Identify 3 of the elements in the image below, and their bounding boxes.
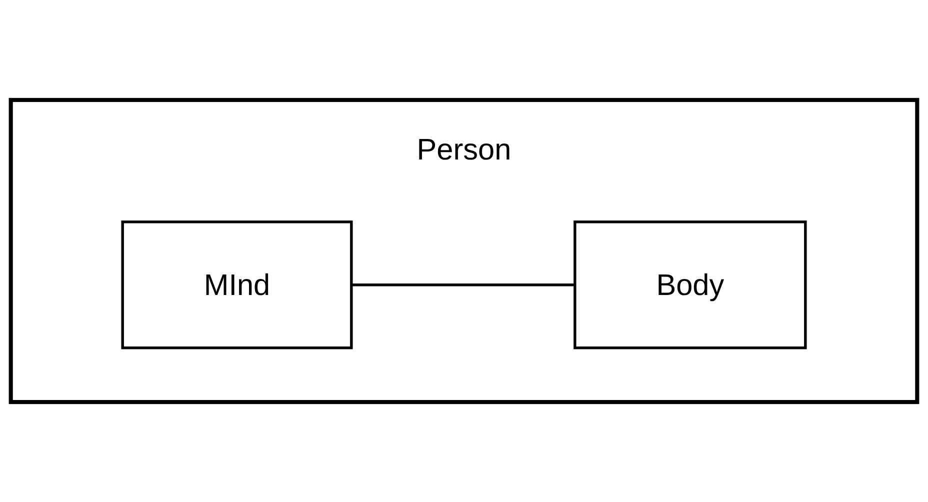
node-box: MInd bbox=[121, 220, 353, 350]
connector bbox=[351, 284, 575, 286]
node-box: Body bbox=[574, 220, 807, 350]
